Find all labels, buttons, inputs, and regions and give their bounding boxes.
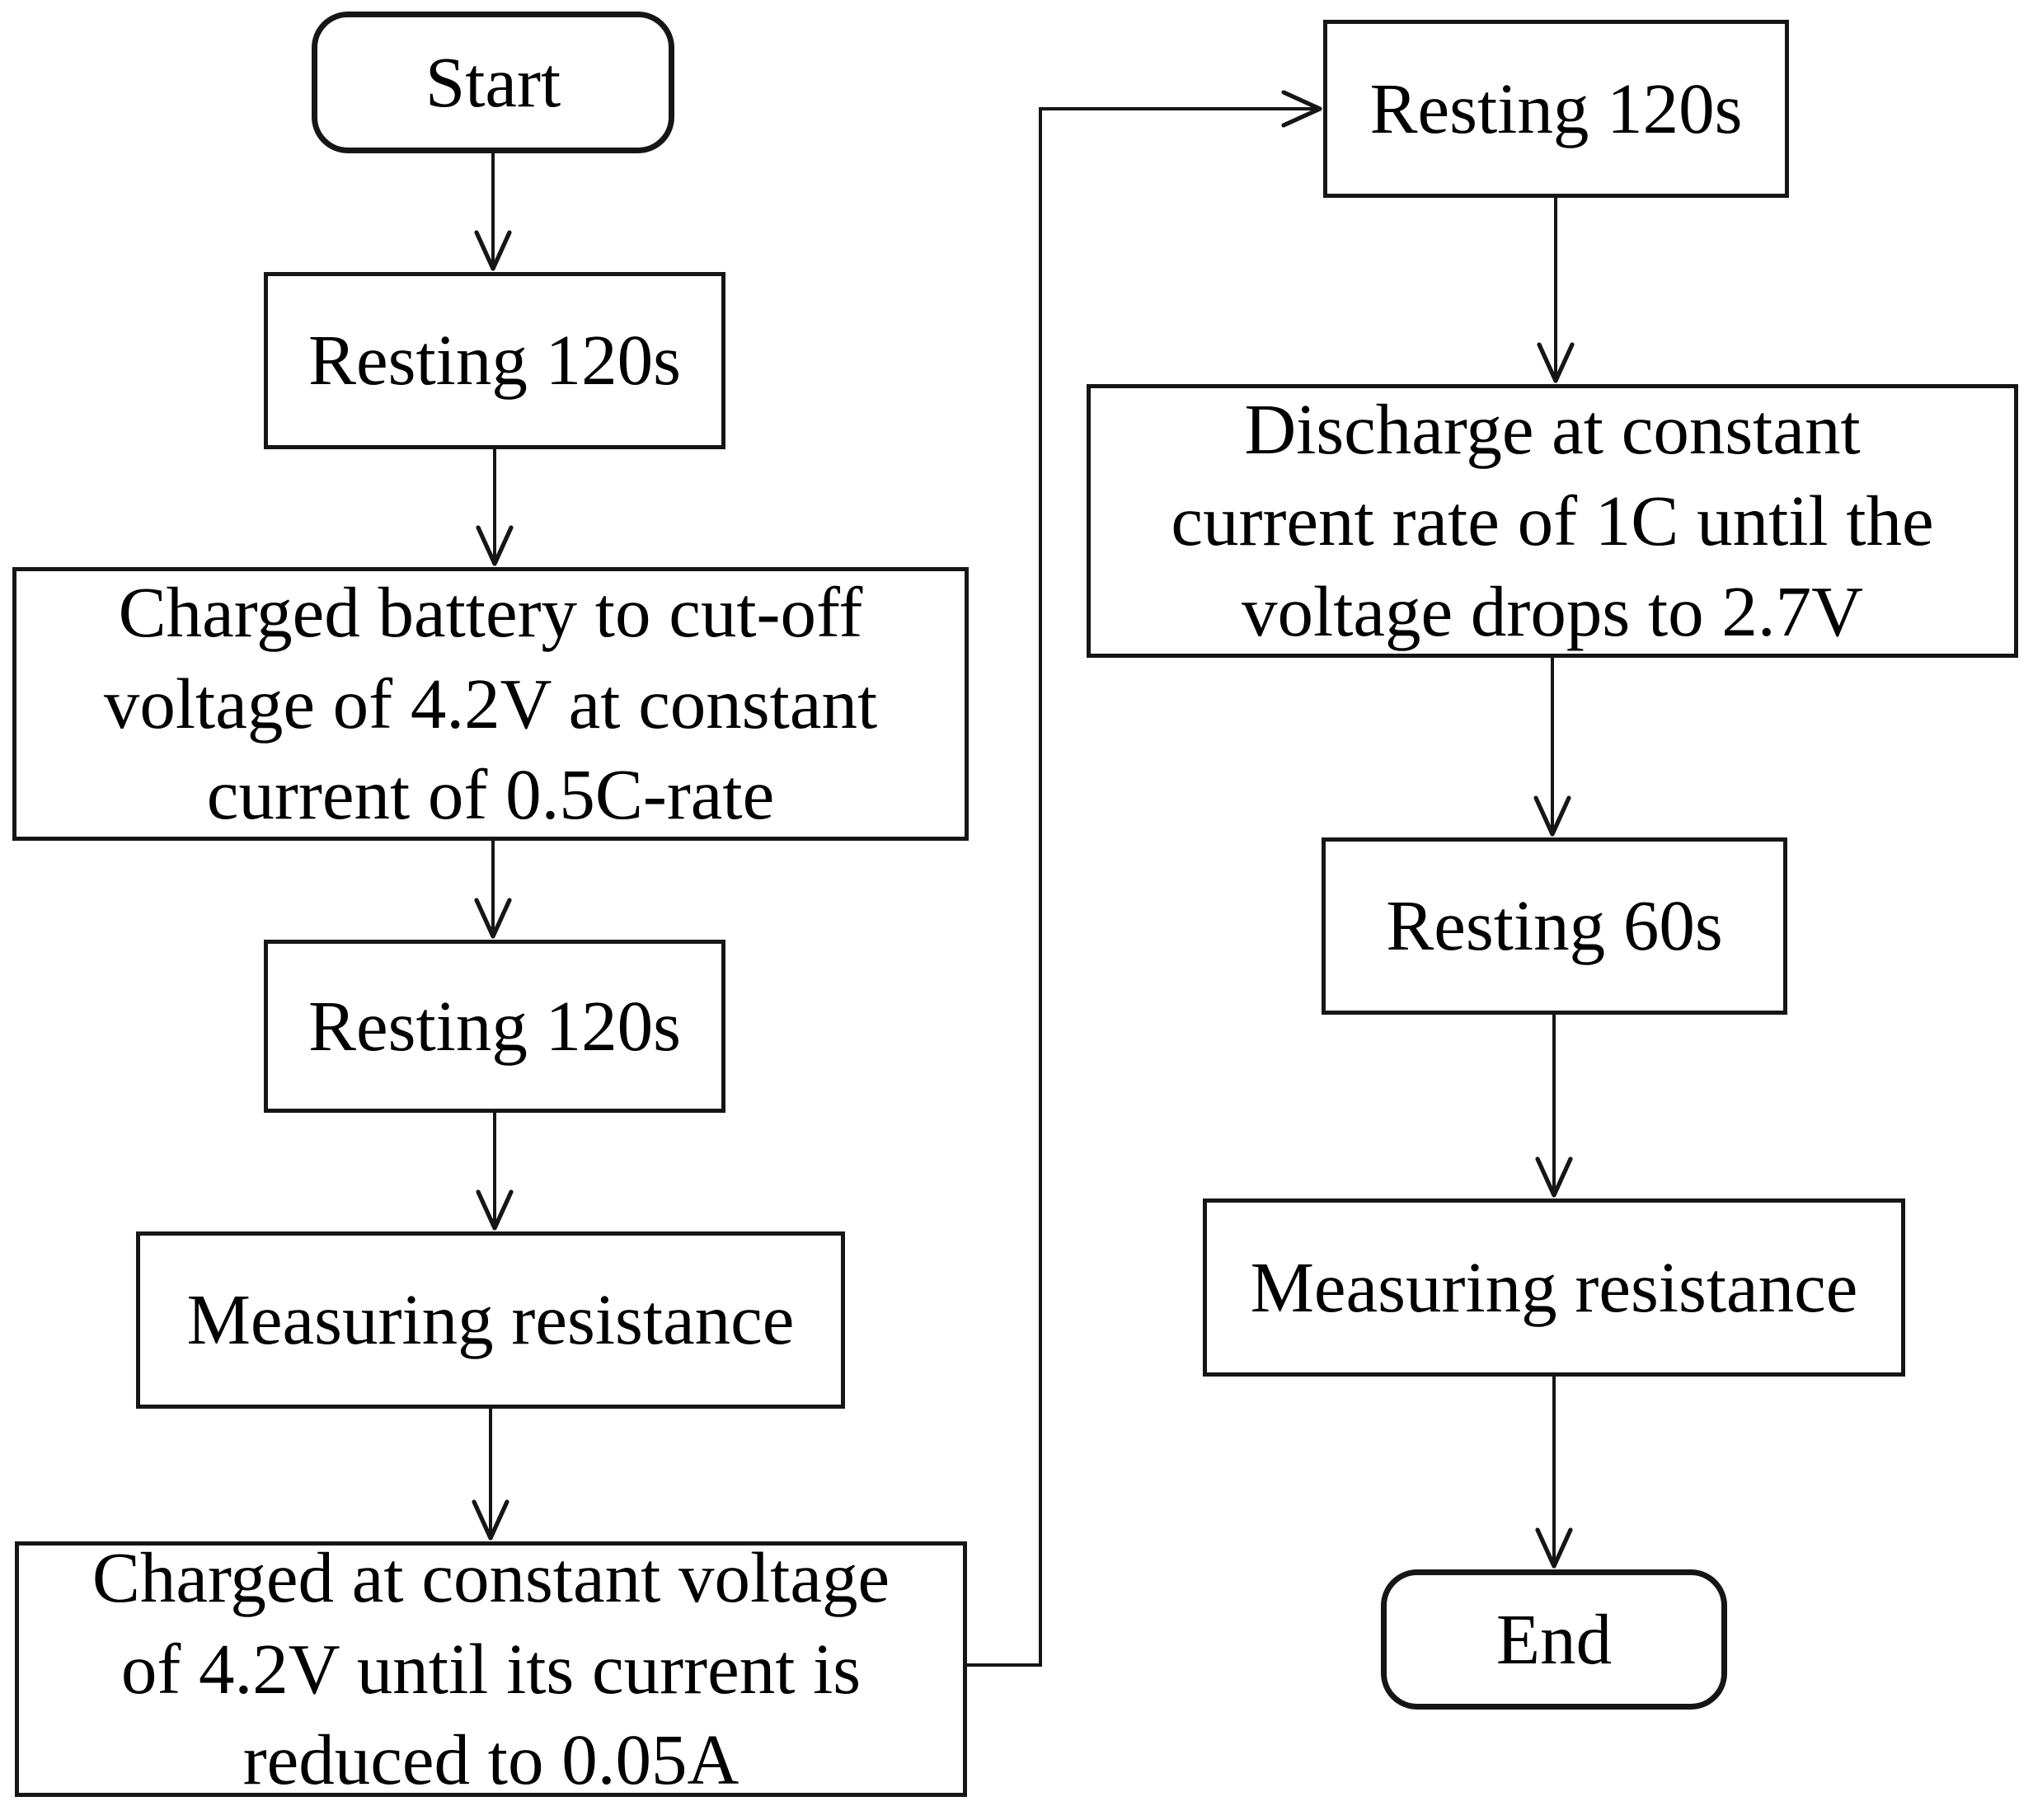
node-label: Resting 120s xyxy=(308,320,681,401)
node-label: Resting 60s xyxy=(1386,885,1723,966)
node-label-line: Charged at constant voltage xyxy=(92,1537,890,1618)
node-label: Measuring resistance xyxy=(1250,1246,1858,1327)
node-label-line: Discharge at constant xyxy=(1244,389,1861,470)
node-start: Start xyxy=(312,12,674,153)
node-measuring-resistance-2: Measuring resistance xyxy=(1203,1198,1905,1377)
edge-charge-cv-to-rest3 xyxy=(967,90,1322,1667)
node-resting-120s-3: Resting 120s xyxy=(1323,20,1789,198)
node-discharge-constant-current: Discharge at constant current rate of 1C… xyxy=(1087,384,2018,658)
node-measuring-resistance-1: Measuring resistance xyxy=(136,1231,845,1409)
node-label: Resting 120s xyxy=(308,985,681,1066)
node-label-line: reduced to 0.05A xyxy=(242,1719,739,1800)
node-label: Start xyxy=(425,41,561,122)
node-label-line: voltage of 4.2V at constant xyxy=(103,663,878,743)
node-resting-120s-2: Resting 120s xyxy=(264,940,725,1113)
node-resting-60s: Resting 60s xyxy=(1322,837,1787,1015)
node-label: Resting 120s xyxy=(1369,68,1743,148)
node-charge-constant-voltage: Charged at constant voltage of 4.2V unti… xyxy=(15,1537,967,1799)
node-label-line: Charged battery to cut-off xyxy=(118,572,863,653)
node-resting-120s-1: Resting 120s xyxy=(264,272,725,449)
node-label-line: voltage drops to 2.7V xyxy=(1242,571,1863,652)
node-label: Measuring resistance xyxy=(186,1279,795,1360)
node-label: End xyxy=(1495,1598,1613,1679)
node-label-line: current of 0.5C-rate xyxy=(206,754,775,835)
node-charge-constant-current: Charged battery to cut-off voltage of 4.… xyxy=(12,567,969,841)
node-label-line: of 4.2V until its current is xyxy=(120,1628,862,1709)
node-end: End xyxy=(1381,1569,1727,1710)
node-label-line: current rate of 1C until the xyxy=(1171,480,1934,561)
